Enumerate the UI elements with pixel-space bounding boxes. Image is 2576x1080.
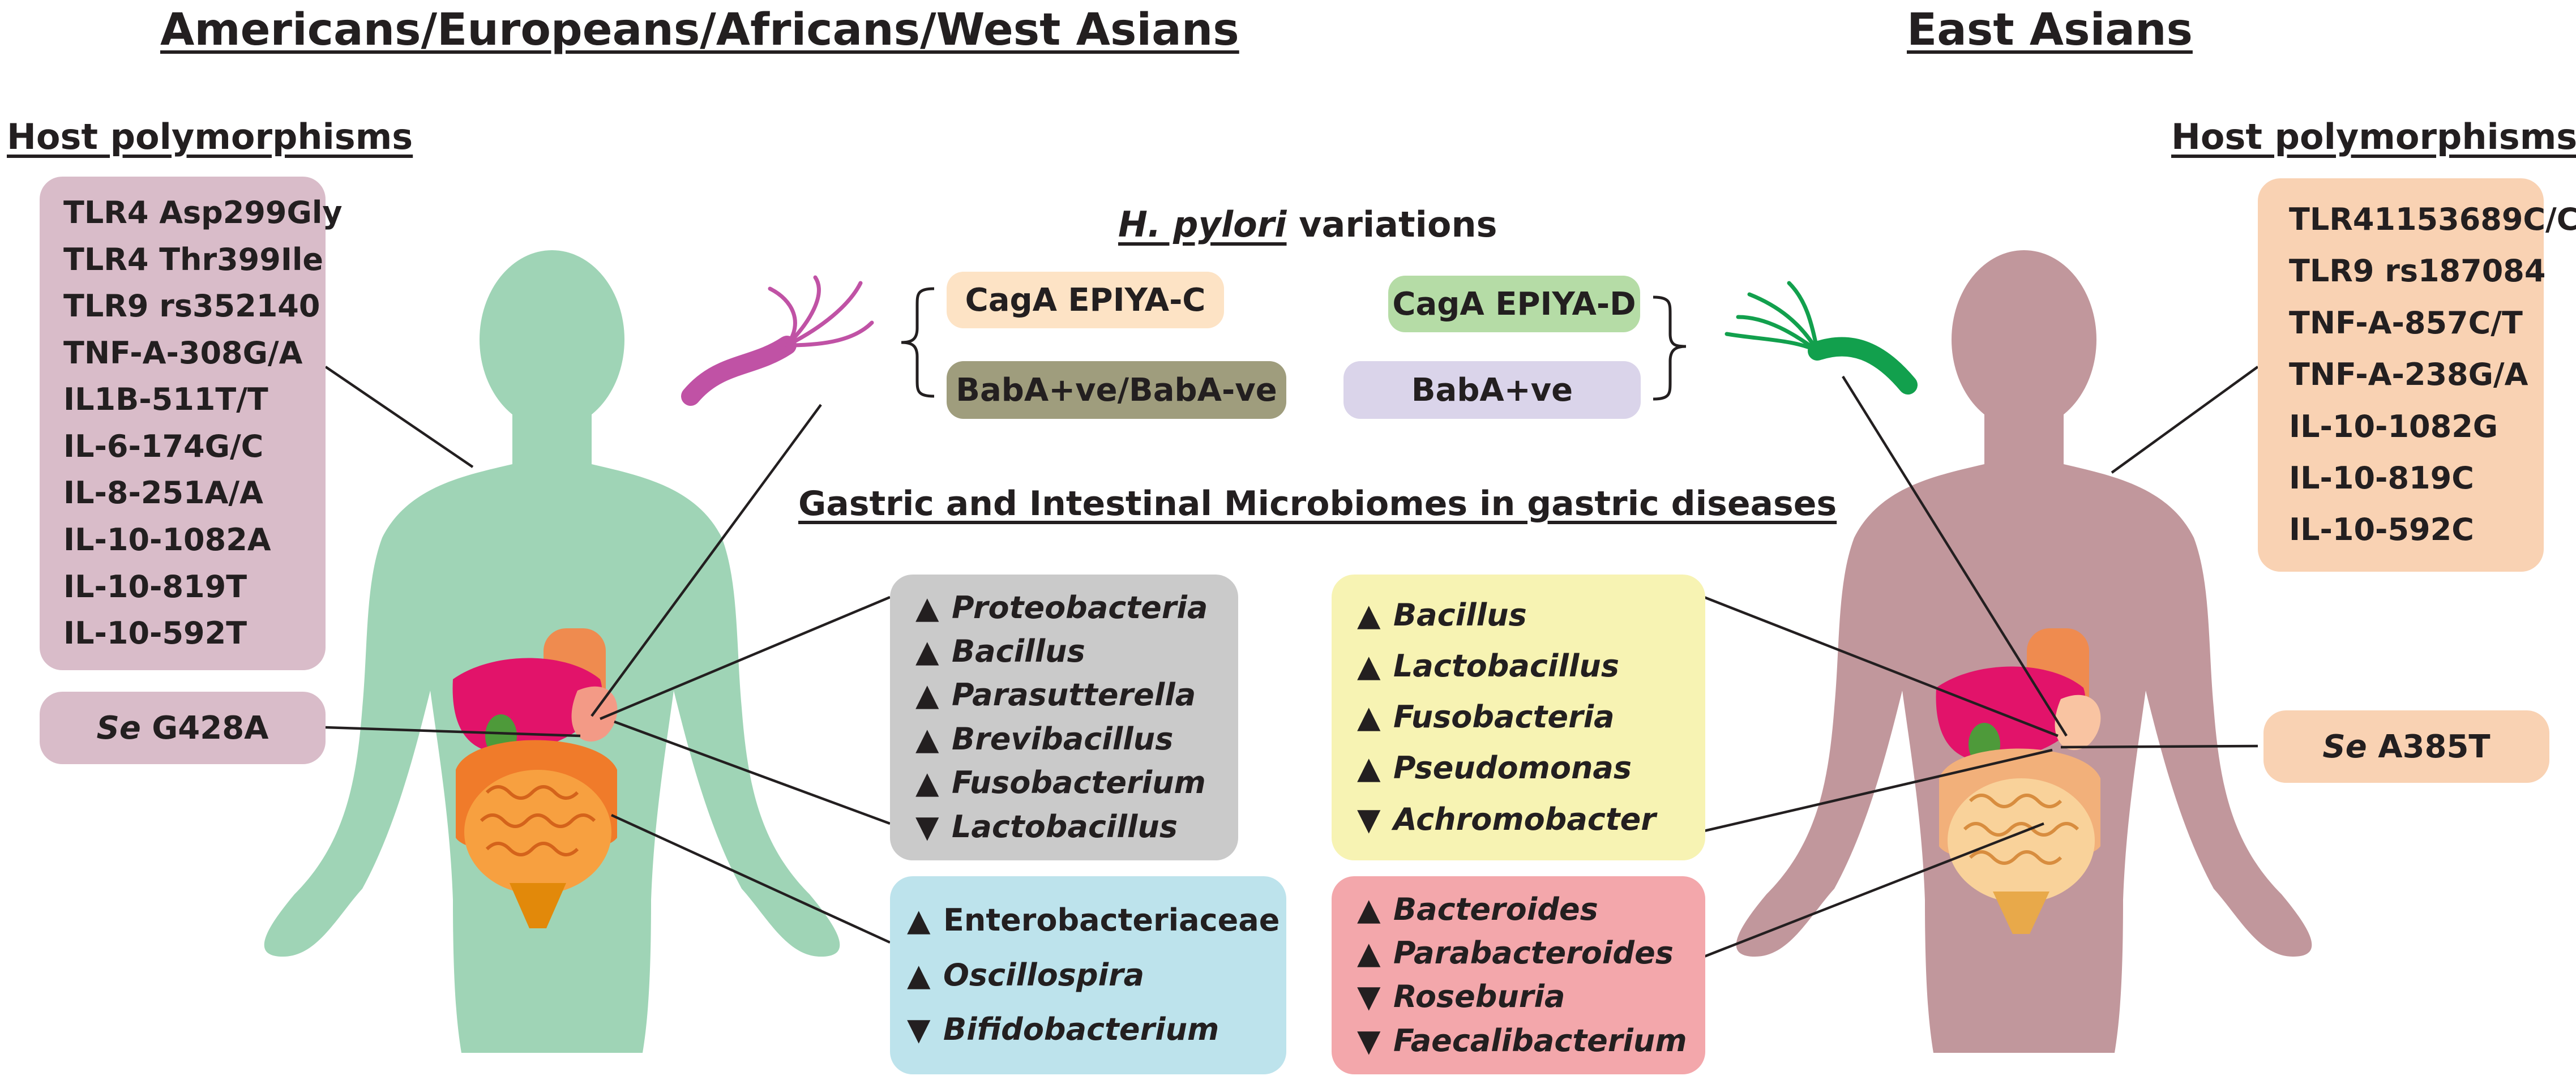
change-arrow-icon: ▼: [1357, 801, 1381, 837]
polymorphism-item: TNF-A-857C/T: [2289, 305, 2523, 341]
change-arrow-icon: ▲: [915, 721, 939, 757]
left-brace: [901, 287, 935, 398]
baba-positive-box: BabA+ve: [1343, 361, 1641, 419]
polymorphism-item: IL-10-1082G: [2289, 408, 2498, 444]
change-arrow-icon: ▲: [915, 633, 939, 670]
polymorphism-item: IL-10-819T: [63, 568, 247, 605]
caga-epiya-c-box: CagA EPIYA-C: [947, 272, 1224, 328]
change-arrow-icon: ▲: [1357, 648, 1381, 684]
polymorphism-item: TLR9 rs352140: [63, 288, 320, 324]
change-arrow-icon: ▼: [1357, 1022, 1381, 1058]
taxon-item: ▲Bacillus: [1357, 597, 1527, 633]
right-h-pylori-bacterium: [1725, 281, 1918, 395]
polymorphism-item: IL-10-592T: [63, 615, 247, 652]
polymorphism-item: TLR4 Thr399Ile: [63, 241, 324, 277]
h-pylori-variations-title: H. pylori variations: [1118, 204, 1497, 245]
right-se-variant-box: Se A385T: [2263, 710, 2549, 783]
taxon-item: ▼Achromobacter: [1357, 801, 1656, 837]
gastric-microbiome-west-box: ▲Proteobacteria ▲Bacillus ▲Parasutterell…: [890, 575, 1238, 860]
polymorphism-item: TLR4 Asp299Gly: [63, 194, 343, 230]
taxon-item: ▼Faecalibacterium: [1357, 1022, 1687, 1058]
right-brace: [1653, 295, 1687, 401]
right-host-polymorphisms-title: Host polymorphisms: [2171, 116, 2576, 157]
taxon-item: ▲Bacteroides: [1357, 891, 1598, 927]
taxon-item: ▼Lactobacillus: [915, 808, 1178, 845]
right-digestive-organs: [1936, 628, 2101, 934]
taxon-item: ▲Proteobacteria: [915, 589, 1208, 625]
change-arrow-icon: ▲: [1357, 699, 1381, 735]
baba-mixed-box: BabA+ve/BabA-ve: [947, 361, 1286, 419]
taxon-item: ▲Parasutterella: [915, 677, 1196, 713]
change-arrow-icon: ▼: [915, 808, 939, 845]
polymorphism-item: IL-10-592C: [2289, 512, 2474, 548]
taxon-item: ▲Pseudomonas: [1357, 750, 1632, 786]
se-gene-label: Se: [2322, 728, 2367, 765]
polymorphism-item: TLR41153689C/C: [2289, 201, 2576, 237]
polymorphism-item: IL-10-1082A: [63, 522, 271, 558]
taxon-item: ▲Parabacteroides: [1357, 935, 1674, 971]
change-arrow-icon: ▼: [1357, 979, 1381, 1015]
intestinal-microbiome-east-box: ▲Bacteroides ▲Parabacteroides ▼Roseburia…: [1332, 876, 1705, 1074]
h-pylori-name: H. pylori: [1118, 204, 1287, 245]
taxon-item: ▲Brevibacillus: [915, 721, 1174, 757]
left-population-title: Americans/Europeans/Africans/West Asians: [160, 5, 1239, 55]
left-se-variant-box: Se G428A: [40, 692, 326, 764]
taxon-item: ▲Enterobacteriaceae: [907, 902, 1280, 938]
change-arrow-icon: ▲: [1357, 891, 1381, 927]
right-population-title: East Asians: [1907, 5, 2193, 55]
taxon-item: ▲Fusobacterium: [915, 765, 1206, 801]
taxon-item: ▲Fusobacteria: [1357, 699, 1615, 735]
change-arrow-icon: ▲: [1357, 935, 1381, 971]
polymorphism-item: IL-8-251A/A: [63, 475, 263, 511]
taxon-item: ▼Bifidobacterium: [907, 1012, 1219, 1048]
change-arrow-icon: ▲: [1357, 750, 1381, 786]
polymorphism-item: IL-10-819C: [2289, 460, 2474, 496]
polymorphism-item: TNF-A-238G/A: [2289, 357, 2528, 393]
right-polymorphism-box: TLR41153689C/C TLR9 rs187084 TNF-A-857C/…: [2258, 178, 2576, 572]
se-variant-label: A385T: [2378, 728, 2491, 765]
se-variant-label: G428A: [152, 709, 269, 747]
taxon-item: ▲Oscillospira: [907, 957, 1145, 993]
change-arrow-icon: ▲: [1357, 597, 1381, 633]
left-h-pylori-bacterium: [681, 275, 874, 406]
taxon-item: ▼Roseburia: [1357, 979, 1565, 1015]
change-arrow-icon: ▲: [915, 677, 939, 713]
polymorphism-item: IL-6-174G/C: [63, 428, 264, 464]
se-gene-label: Se: [96, 709, 141, 747]
variations-word: variations: [1286, 204, 1497, 245]
change-arrow-icon: ▲: [915, 589, 939, 625]
change-arrow-icon: ▲: [915, 765, 939, 801]
connector-lines: [324, 366, 2259, 958]
left-digestive-organs: [452, 628, 618, 928]
caga-epiya-d-box: CagA EPIYA-D: [1388, 276, 1640, 332]
microbiome-title: Gastric and Intestinal Microbiomes in ga…: [798, 484, 1837, 524]
taxon-item: ▲Lactobacillus: [1357, 648, 1619, 684]
intestinal-microbiome-west-box: ▲Enterobacteriaceae ▲Oscillospira ▼Bifid…: [890, 876, 1286, 1074]
left-host-polymorphisms-title: Host polymorphisms: [7, 116, 413, 157]
taxon-item: ▲Bacillus: [915, 633, 1085, 670]
change-arrow-icon: ▼: [907, 1012, 931, 1048]
change-arrow-icon: ▲: [907, 902, 931, 938]
left-polymorphism-box: TLR4 Asp299Gly TLR4 Thr399Ile TLR9 rs352…: [40, 177, 343, 670]
change-arrow-icon: ▲: [907, 957, 931, 993]
gastric-microbiome-east-box: ▲Bacillus ▲Lactobacillus ▲Fusobacteria ▲…: [1332, 575, 1705, 860]
polymorphism-item: TNF-A-308G/A: [63, 335, 303, 371]
polymorphism-item: TLR9 rs187084: [2289, 253, 2546, 289]
polymorphism-item: IL1B-511T/T: [63, 382, 268, 418]
